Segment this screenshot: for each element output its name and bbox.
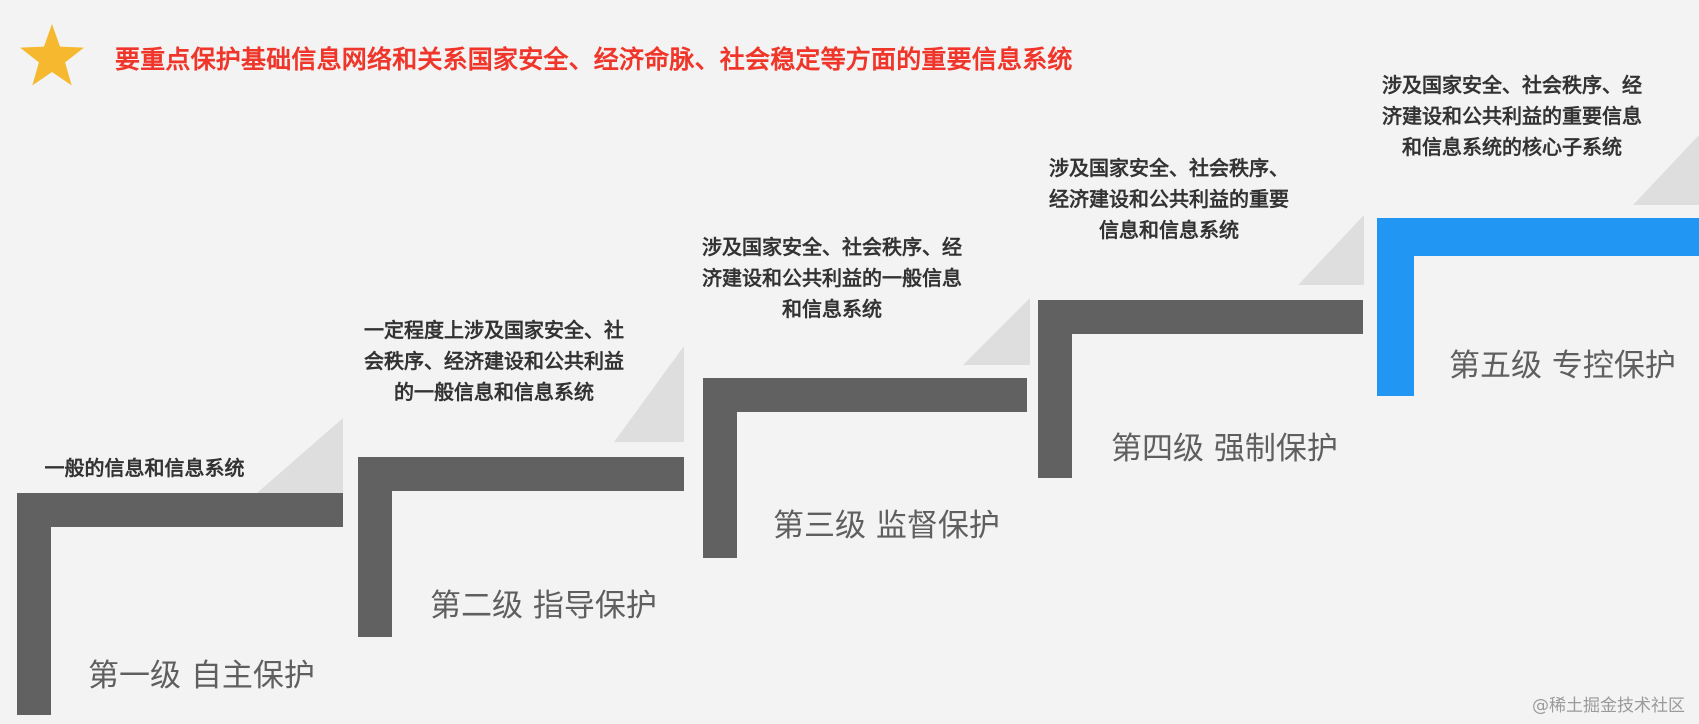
- step-5-horizontal-bar: [1377, 218, 1699, 256]
- step-5-triangle: [1633, 135, 1699, 205]
- step-5-label: 第五级 专控保护: [1449, 348, 1676, 384]
- step-1-triangle: [257, 418, 343, 493]
- step-4-description: 涉及国家安全、社会秩序、经济建设和公共利益的重要信息和信息系统: [1049, 156, 1289, 242]
- step-2-triangle: [614, 346, 684, 442]
- step-5-description: 涉及国家安全、社会秩序、经济建设和公共利益的重要信息和信息系统的核心子系统: [1382, 73, 1642, 159]
- page-title: 要重点保护基础信息网络和关系国家安全、经济命脉、社会稳定等方面的重要信息系统: [115, 45, 1073, 74]
- step-1-description: 一般的信息和信息系统: [44, 456, 245, 480]
- step-4-triangle: [1298, 215, 1364, 285]
- step-4-horizontal-bar: [1038, 300, 1363, 334]
- step-4-vertical-bar: [1038, 300, 1072, 478]
- step-3-triangle: [963, 298, 1030, 365]
- step-2-horizontal-bar: [358, 457, 684, 491]
- step-5-vertical-bar: [1377, 218, 1414, 396]
- step-1-vertical-bar: [17, 493, 51, 715]
- step-2-label: 第二级 指导保护: [430, 588, 657, 624]
- watermark: @稀土掘金技术社区: [1532, 696, 1685, 716]
- step-1-label: 第一级 自主保护: [88, 658, 315, 694]
- step-2-description: 一定程度上涉及国家安全、社会秩序、经济建设和公共利益的一般信息和信息系统: [364, 318, 624, 404]
- step-3-description: 涉及国家安全、社会秩序、经济建设和公共利益的一般信息和信息系统: [702, 235, 962, 321]
- step-3-vertical-bar: [703, 378, 737, 558]
- step-4-label: 第四级 强制保护: [1111, 431, 1338, 467]
- step-3-label: 第三级 监督保护: [773, 508, 1000, 544]
- star-icon: [20, 24, 84, 86]
- step-3-horizontal-bar: [703, 378, 1027, 412]
- step-2-vertical-bar: [358, 457, 392, 637]
- step-1-horizontal-bar: [17, 493, 343, 527]
